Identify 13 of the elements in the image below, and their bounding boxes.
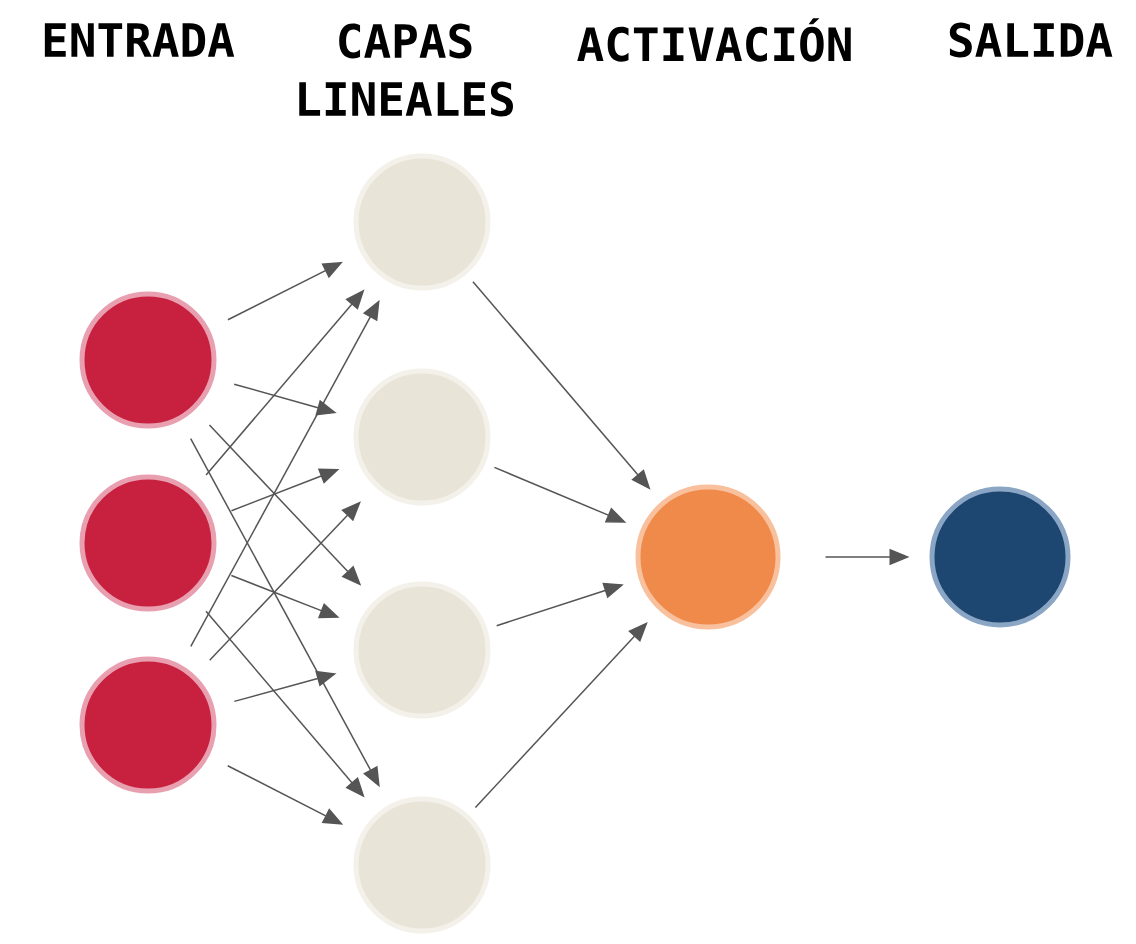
circle-node (353, 368, 491, 506)
column-heading: ENTRADA (44, 23, 235, 57)
column-heading: ACTIVACIÓN (577, 18, 851, 62)
circle-node (929, 486, 1071, 628)
arrow (208, 501, 361, 661)
circle-node (353, 153, 491, 291)
circle-node (79, 291, 217, 429)
circle-node (79, 474, 217, 612)
circle-node (353, 796, 491, 934)
circle-node (635, 484, 781, 630)
circle-node (353, 581, 491, 719)
column-heading: SALIDA (949, 22, 1113, 58)
circle-node (79, 656, 217, 794)
